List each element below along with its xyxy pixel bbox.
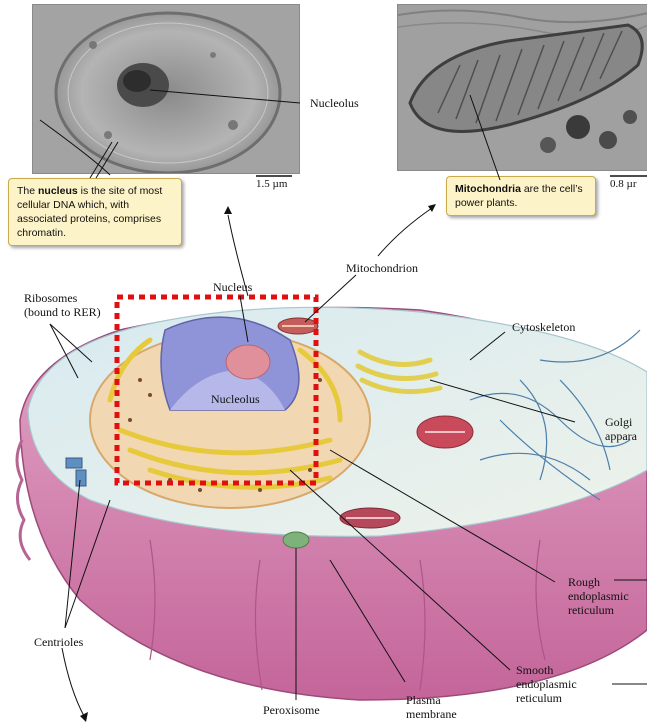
label-smooth-er-2: endoplasmic xyxy=(516,678,577,691)
label-peroxisome: Peroxisome xyxy=(263,704,320,717)
label-smooth-er: Smooth xyxy=(516,664,553,677)
label-ribosomes-sub: (bound to RER) xyxy=(24,306,101,319)
label-plasma-membrane: Plasma xyxy=(406,694,441,707)
label-mitochondrion: Mitochondrion xyxy=(346,262,418,275)
label-smooth-er-3: reticulum xyxy=(516,692,562,705)
label-golgi: Golgi xyxy=(605,416,632,429)
label-plasma-membrane-2: membrane xyxy=(406,708,457,721)
label-rough-er-3: reticulum xyxy=(568,604,614,617)
label-rough-er: Rough xyxy=(568,576,600,589)
label-golgi-sub: appara xyxy=(605,430,637,443)
label-nucleolus: Nucleolus xyxy=(211,393,260,406)
label-rough-er-2: endoplasmic xyxy=(568,590,629,603)
label-cytoskeleton: Cytoskeleton xyxy=(512,321,575,334)
nucleolus-shape xyxy=(226,345,270,379)
peroxisome-shape xyxy=(283,532,309,548)
label-nucleus: Nucleus xyxy=(213,281,252,294)
label-ribosomes: Ribosomes xyxy=(24,292,77,305)
label-centrioles: Centrioles xyxy=(34,636,83,649)
